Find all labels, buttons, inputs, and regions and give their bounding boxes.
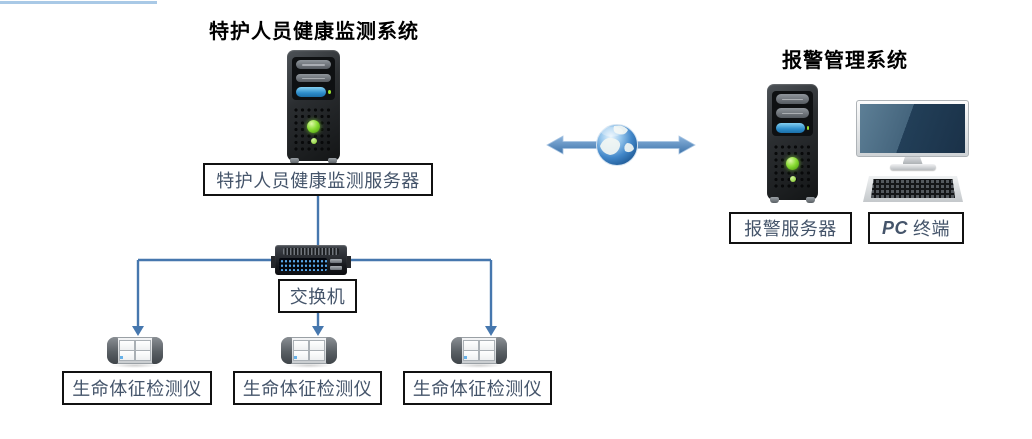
monitor-stand: [902, 157, 923, 164]
device-shadow: [285, 363, 333, 368]
monitor-base: [889, 164, 936, 170]
green-led: [806, 126, 810, 131]
rack-ear: [346, 256, 351, 268]
rack-ear: [271, 256, 276, 268]
drive-bay: [775, 94, 810, 104]
switch-slot: [330, 266, 342, 270]
drive-bay: [775, 108, 810, 118]
top-left-accent-line: [0, 1, 157, 4]
status-light: [789, 175, 796, 182]
monitor-bezel: [856, 100, 969, 157]
server-drive-panel: [772, 91, 813, 137]
server-foot: [769, 197, 779, 203]
keyboard-icon: [863, 176, 963, 202]
drive-bay: [296, 60, 331, 69]
device-endcap: [107, 337, 118, 364]
right-system-title: 报警管理系统: [782, 50, 908, 72]
pc-terminal-label-cn: 终端: [913, 219, 950, 239]
vital-signs-monitor-icon: [451, 337, 507, 368]
device-endcap: [152, 337, 163, 364]
device-shadow: [111, 363, 159, 368]
internet-globe-icon: [595, 123, 639, 167]
vital-signs-monitor-icon: [281, 337, 337, 368]
blue-led: [294, 356, 297, 359]
active-drive-bay: [775, 122, 805, 134]
server-foot: [328, 158, 338, 164]
switch-label: 交换机: [278, 279, 357, 313]
device-tray-grid: [463, 340, 495, 361]
device-endcap: [451, 337, 462, 364]
keyboard-keys: [871, 179, 955, 198]
blue-led: [120, 356, 123, 359]
power-light: [786, 156, 799, 170]
status-light: [310, 137, 317, 144]
monitor-screen: [860, 104, 965, 153]
active-drive-bay: [296, 87, 327, 97]
drive-bay: [296, 73, 331, 83]
server-foot: [289, 158, 299, 164]
device-label: 生命体征检测仪: [62, 371, 212, 405]
device-label: 生命体征检测仪: [233, 371, 382, 405]
device-label: 生命体征检测仪: [403, 371, 552, 405]
vital-signs-monitor-icon: [107, 337, 163, 368]
blue-led: [464, 356, 467, 359]
switch-slot: [330, 259, 342, 263]
network-switch-icon: [271, 245, 351, 275]
server-tower-icon: [767, 84, 818, 203]
pc-terminal-label: PC 终端: [868, 212, 964, 244]
device-endcap: [326, 337, 337, 364]
monitor-server-label: 特护人员健康监测服务器: [203, 163, 433, 196]
desktop-computer-icon: [856, 100, 969, 172]
device-tray-grid: [119, 340, 151, 361]
device-tray-grid: [293, 340, 325, 361]
switch-port-leds: [279, 258, 327, 271]
switch-vent: [283, 248, 339, 255]
green-led: [328, 89, 331, 94]
server-tower-icon: [287, 50, 340, 164]
device-endcap: [496, 337, 507, 364]
device-endcap: [281, 337, 292, 364]
server-foot: [806, 197, 816, 203]
server-drive-panel: [292, 56, 335, 101]
device-shadow: [455, 363, 503, 368]
alarm-server-label: 报警服务器: [729, 212, 852, 244]
pc-terminal-label-en: PC: [881, 217, 908, 238]
power-light: [307, 119, 320, 133]
left-system-title: 特护人员健康监测系统: [209, 21, 419, 43]
